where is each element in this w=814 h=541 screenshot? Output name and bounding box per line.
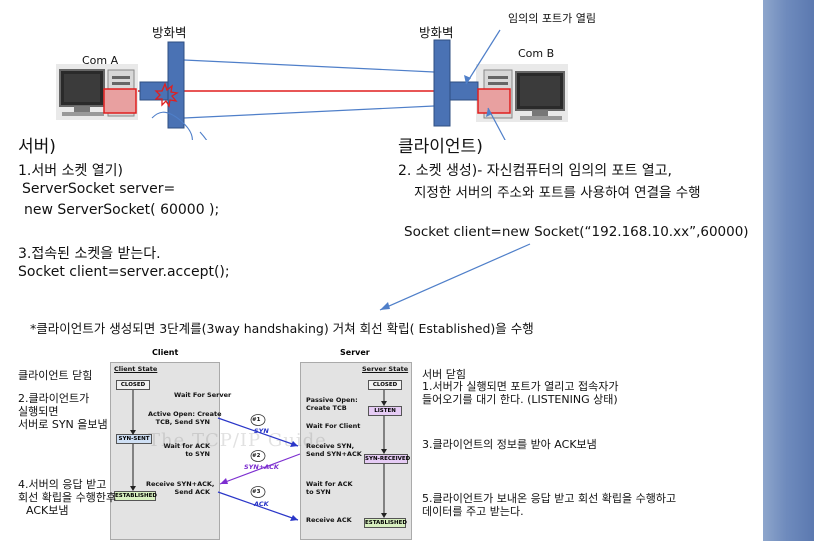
tcp-handshake-diagram: Client Server Client State Server State …	[108, 346, 453, 540]
com-b-label: Com B	[518, 47, 555, 60]
note-arrow	[379, 243, 531, 311]
server-state-header: Server State	[362, 365, 409, 373]
curve-arrow-down	[199, 131, 208, 140]
note-client-closed: 클라이언트 닫힘	[18, 369, 93, 382]
msg3-label: ACK	[254, 500, 269, 508]
server-receive-ack: Receive ACK	[306, 516, 352, 524]
server-state-established: ESTABLISHED	[364, 518, 407, 528]
handshake-arrows	[217, 414, 301, 521]
server-step1: 1.서버 소켓 열기)	[18, 163, 123, 179]
firewall-right-label: 방화벽	[419, 25, 454, 40]
server-state-closed: CLOSED	[368, 380, 402, 390]
client-wait-server: Wait For Server	[174, 391, 232, 399]
network-illustration	[56, 29, 568, 140]
client-state-established: ESTABLISHED	[114, 491, 157, 501]
client-state-syn-sent: SYN-SENT	[116, 434, 152, 444]
firewall-right	[433, 39, 451, 127]
port-open-note: 임의의 포트가 열림	[508, 12, 596, 25]
server-title: 서버)	[18, 137, 56, 157]
blocked-burst-icon	[154, 82, 179, 108]
server-code3: Socket client=server.accept();	[18, 264, 230, 280]
client-state-closed: CLOSED	[116, 380, 150, 390]
handshake-note: *클라이언트가 생성되면 3단계를(3way handshaking) 거쳐 회…	[30, 321, 534, 336]
firewall-left-label: 방화벽	[152, 25, 187, 40]
client-panel	[110, 362, 220, 540]
server-header: Server	[340, 348, 370, 357]
firewall-left	[167, 41, 185, 129]
server-code2: new ServerSocket( 60000 );	[24, 202, 220, 218]
client-step2b: 지정한 서버의 주소와 포트를 사용하여 연결을 수행	[414, 185, 701, 201]
server-code1: ServerSocket server=	[22, 181, 176, 197]
port-com-b	[477, 88, 511, 114]
client-step2a: 2. 소켓 생성)- 자신컴퓨터의 임의의 포트 열고,	[398, 163, 672, 179]
server-panel	[300, 362, 412, 540]
client-state-header: Client State	[114, 365, 158, 373]
ack-arrow	[217, 491, 299, 521]
server-state-listen: LISTEN	[368, 406, 402, 416]
client-header: Client	[152, 348, 179, 357]
port-com-a	[103, 88, 137, 114]
msg2-number: #2	[252, 453, 261, 459]
slide-sidebar	[763, 0, 814, 541]
client-code: Socket client=new Socket(“192.168.10.xx”…	[404, 224, 749, 240]
client-receive-synack: Receive SYN+ACK,Send ACK	[146, 480, 215, 496]
server-passive-open: Passive Open:Create TCB	[306, 396, 358, 412]
com-a-label: Com A	[82, 54, 119, 67]
msg1-label: SYN	[254, 427, 269, 435]
note-server-closed: 서버 닫힘	[422, 368, 466, 381]
msg3-number: #3	[252, 489, 261, 495]
msg1-number: #1	[252, 417, 261, 423]
watermark: The TCP/IP Guide	[148, 430, 327, 451]
syn-arrow	[217, 417, 299, 447]
server-receive-syn: Receive SYN,Send SYN+ACK	[306, 442, 362, 458]
server-step3: 3.접속된 소켓을 받는다.	[18, 246, 161, 262]
note-server-ack: 3.클라이언트의 정보를 받아 ACK보냄	[422, 438, 597, 451]
server-state-syn-received: SYN-RECEIVED	[364, 454, 411, 464]
server-wait-client: Wait For Client	[306, 422, 361, 430]
synack-arrow	[219, 453, 301, 485]
msg2-label: SYN+ACK	[244, 463, 279, 471]
client-title: 클라이언트)	[398, 137, 483, 157]
